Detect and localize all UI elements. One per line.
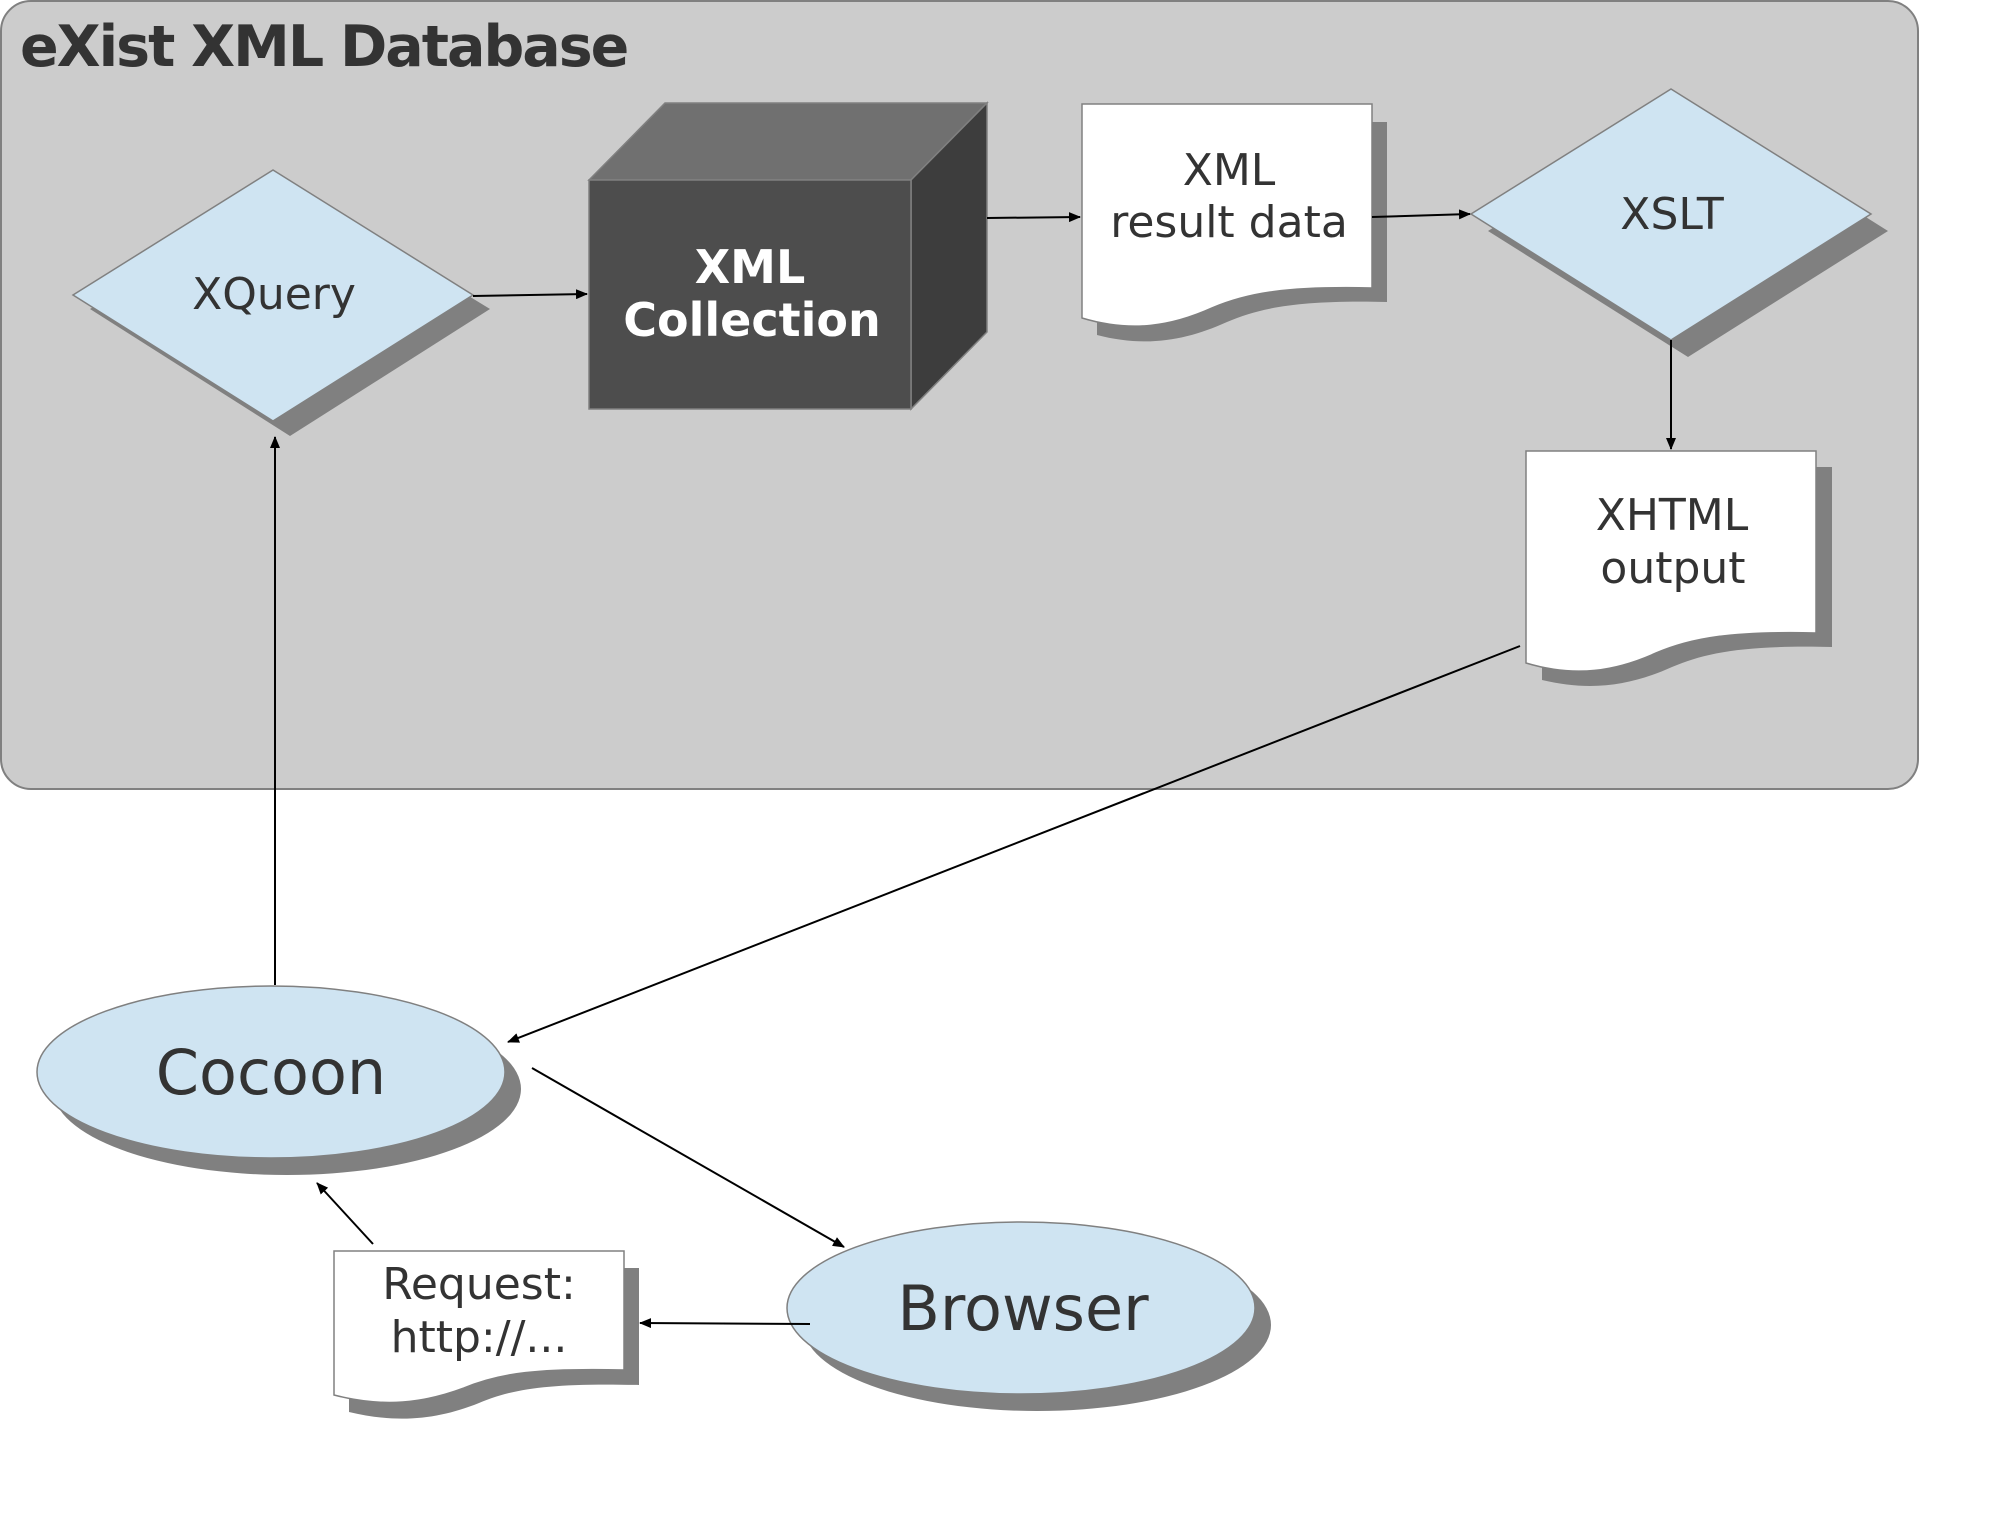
cocoon-node: Cocoon (36, 985, 521, 1175)
request-document (333, 1250, 625, 1404)
xml-collection-label-line1: XML (695, 240, 806, 294)
xml-result-label-line2: result data (1110, 197, 1348, 248)
cocoon-ellipse (36, 985, 506, 1159)
arrow-xquery-to-collection (472, 289, 588, 300)
browser-node: Browser (786, 1221, 1271, 1411)
xhtml-output-node: XHTML output (1525, 450, 1832, 686)
arrow-browser-to-request (639, 1318, 811, 1329)
xml-result-node: XML result data (1081, 103, 1387, 342)
xslt-label: XSLT (1620, 189, 1724, 240)
xml-collection-label-line2: Collection (623, 293, 880, 347)
xquery-label: XQuery (192, 269, 356, 320)
xquery-node: XQuery (71, 169, 490, 436)
xhtml-output-document (1525, 450, 1817, 672)
arrow-xhtml-to-cocoon (507, 645, 1521, 1043)
xquery-diamond (71, 169, 475, 422)
xml-result-document (1081, 103, 1373, 327)
request-label-line2: http://... (391, 1312, 568, 1363)
request-node: Request: http://... (333, 1250, 639, 1419)
cocoon-label: Cocoon (156, 1036, 386, 1109)
xslt-node: XSLT (1469, 88, 1888, 357)
arrow-collection-to-result (986, 212, 1081, 223)
xhtml-output-label-line1: XHTML (1596, 490, 1749, 541)
arrow-request-to-cocoon (316, 1182, 374, 1245)
xhtml-output-label-line2: output (1600, 543, 1745, 594)
request-label-line1: Request: (382, 1259, 576, 1310)
arrow-result-to-xslt (1371, 209, 1471, 220)
browser-label: Browser (897, 1272, 1149, 1345)
database-container (0, 0, 1919, 790)
arrow-cocoon-to-browser (531, 1067, 845, 1248)
connectors (270, 209, 1676, 1329)
xml-result-label-line1: XML (1183, 145, 1276, 196)
browser-ellipse (786, 1221, 1256, 1395)
xml-collection-node: XML Collection (587, 101, 989, 411)
database-container-title: eXist XML Database (20, 14, 627, 80)
cube-front-face (588, 179, 912, 410)
